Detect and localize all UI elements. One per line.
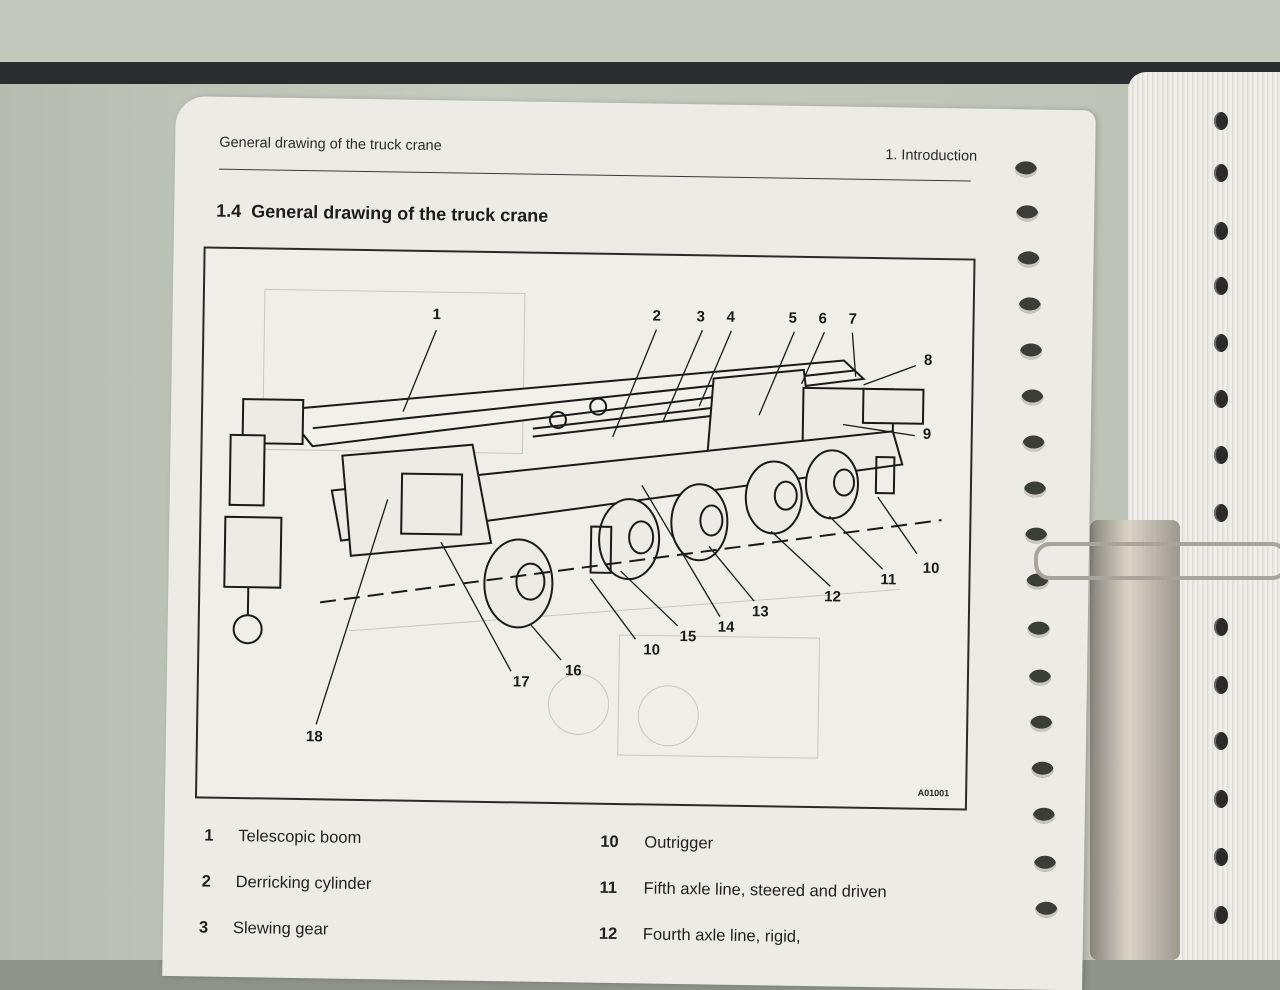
page-hole: [1033, 808, 1055, 824]
legend-number: 2: [202, 873, 211, 892]
punch-hole: [1214, 112, 1228, 130]
running-header-right: 1. Introduction: [885, 147, 977, 164]
punch-hole: [1214, 848, 1228, 866]
callout-17: 17: [513, 673, 530, 690]
callout-12: 12: [824, 588, 841, 605]
legend-number: 11: [599, 879, 617, 898]
page-hole: [1023, 435, 1045, 451]
page-hole: [1024, 481, 1046, 497]
punch-hole: [1214, 334, 1228, 352]
page-hole: [1020, 343, 1042, 359]
truck-crane-drawing: [197, 248, 974, 808]
page-hole: [1029, 669, 1051, 685]
manual-page: General drawing of the truck crane 1. In…: [162, 96, 1096, 990]
callout-4: 4: [726, 309, 735, 326]
punch-hole: [1214, 164, 1228, 182]
legend-text: Derricking cylinder: [236, 873, 372, 894]
callout-7: 7: [848, 311, 857, 328]
figure-code: A01001: [918, 788, 950, 798]
legend-number: 10: [600, 833, 619, 852]
binder-ring: [1034, 542, 1280, 580]
legend-text: Fifth axle line, steered and driven: [643, 879, 886, 902]
punch-hole: [1214, 732, 1228, 750]
page-hole: [1015, 161, 1037, 177]
callout-1: 1: [432, 306, 441, 323]
legend-number: 12: [599, 925, 618, 944]
page-hole: [1028, 621, 1050, 637]
punch-hole: [1214, 790, 1228, 808]
callout-13: 13: [752, 603, 769, 620]
header-rule: [219, 169, 971, 182]
callout-9: 9: [923, 426, 932, 443]
callout-2: 2: [652, 308, 661, 325]
page-hole: [1017, 251, 1039, 267]
page-hole: [1030, 715, 1052, 731]
callout-10-front: 10: [643, 641, 660, 658]
callout-5: 5: [788, 310, 797, 327]
legend-number: 3: [199, 918, 208, 937]
page-hole: [1016, 205, 1038, 221]
callout-6: 6: [818, 310, 827, 327]
running-header-left: General drawing of the truck crane: [219, 135, 442, 154]
section-number: 1.4: [216, 201, 241, 221]
legend-text: Slewing gear: [233, 919, 329, 939]
callout-14: 14: [718, 619, 735, 636]
crane-figure: 1 2 3 4 5 6 7 8 9 10 10 11 12 13 14 15 1…: [195, 246, 976, 810]
punch-hole: [1214, 277, 1228, 295]
punch-hole: [1214, 504, 1228, 522]
binder-mechanism: [1090, 520, 1180, 960]
punch-hole: [1214, 222, 1228, 240]
callout-11: 11: [880, 571, 896, 588]
punch-hole: [1214, 618, 1228, 636]
punch-hole: [1214, 390, 1228, 408]
callout-16: 16: [565, 662, 582, 679]
page-hole: [1021, 389, 1043, 405]
section-title: General drawing of the truck crane: [251, 201, 548, 226]
page-hole: [1031, 762, 1053, 778]
legend-text: Telescopic boom: [238, 827, 361, 848]
callout-3: 3: [696, 308, 705, 325]
page-hole: [1019, 297, 1041, 313]
section-heading: 1.4 General drawing of the truck crane: [216, 201, 548, 227]
legend-text: Fourth axle line, rigid,: [643, 925, 801, 946]
callout-15: 15: [679, 628, 696, 645]
punch-hole: [1214, 446, 1228, 464]
punch-hole: [1214, 906, 1228, 924]
legend-text: Outrigger: [644, 833, 713, 853]
callout-8: 8: [924, 352, 933, 369]
page-hole: [1034, 856, 1056, 872]
punch-hole: [1214, 676, 1228, 694]
callout-10-rear: 10: [923, 560, 940, 577]
page-hole: [1025, 527, 1047, 543]
legend-number: 1: [204, 827, 213, 846]
parts-legend: 1 Telescopic boom 2 Derricking cylinder …: [195, 826, 975, 838]
callout-18: 18: [306, 728, 323, 745]
page-hole: [1035, 902, 1057, 918]
